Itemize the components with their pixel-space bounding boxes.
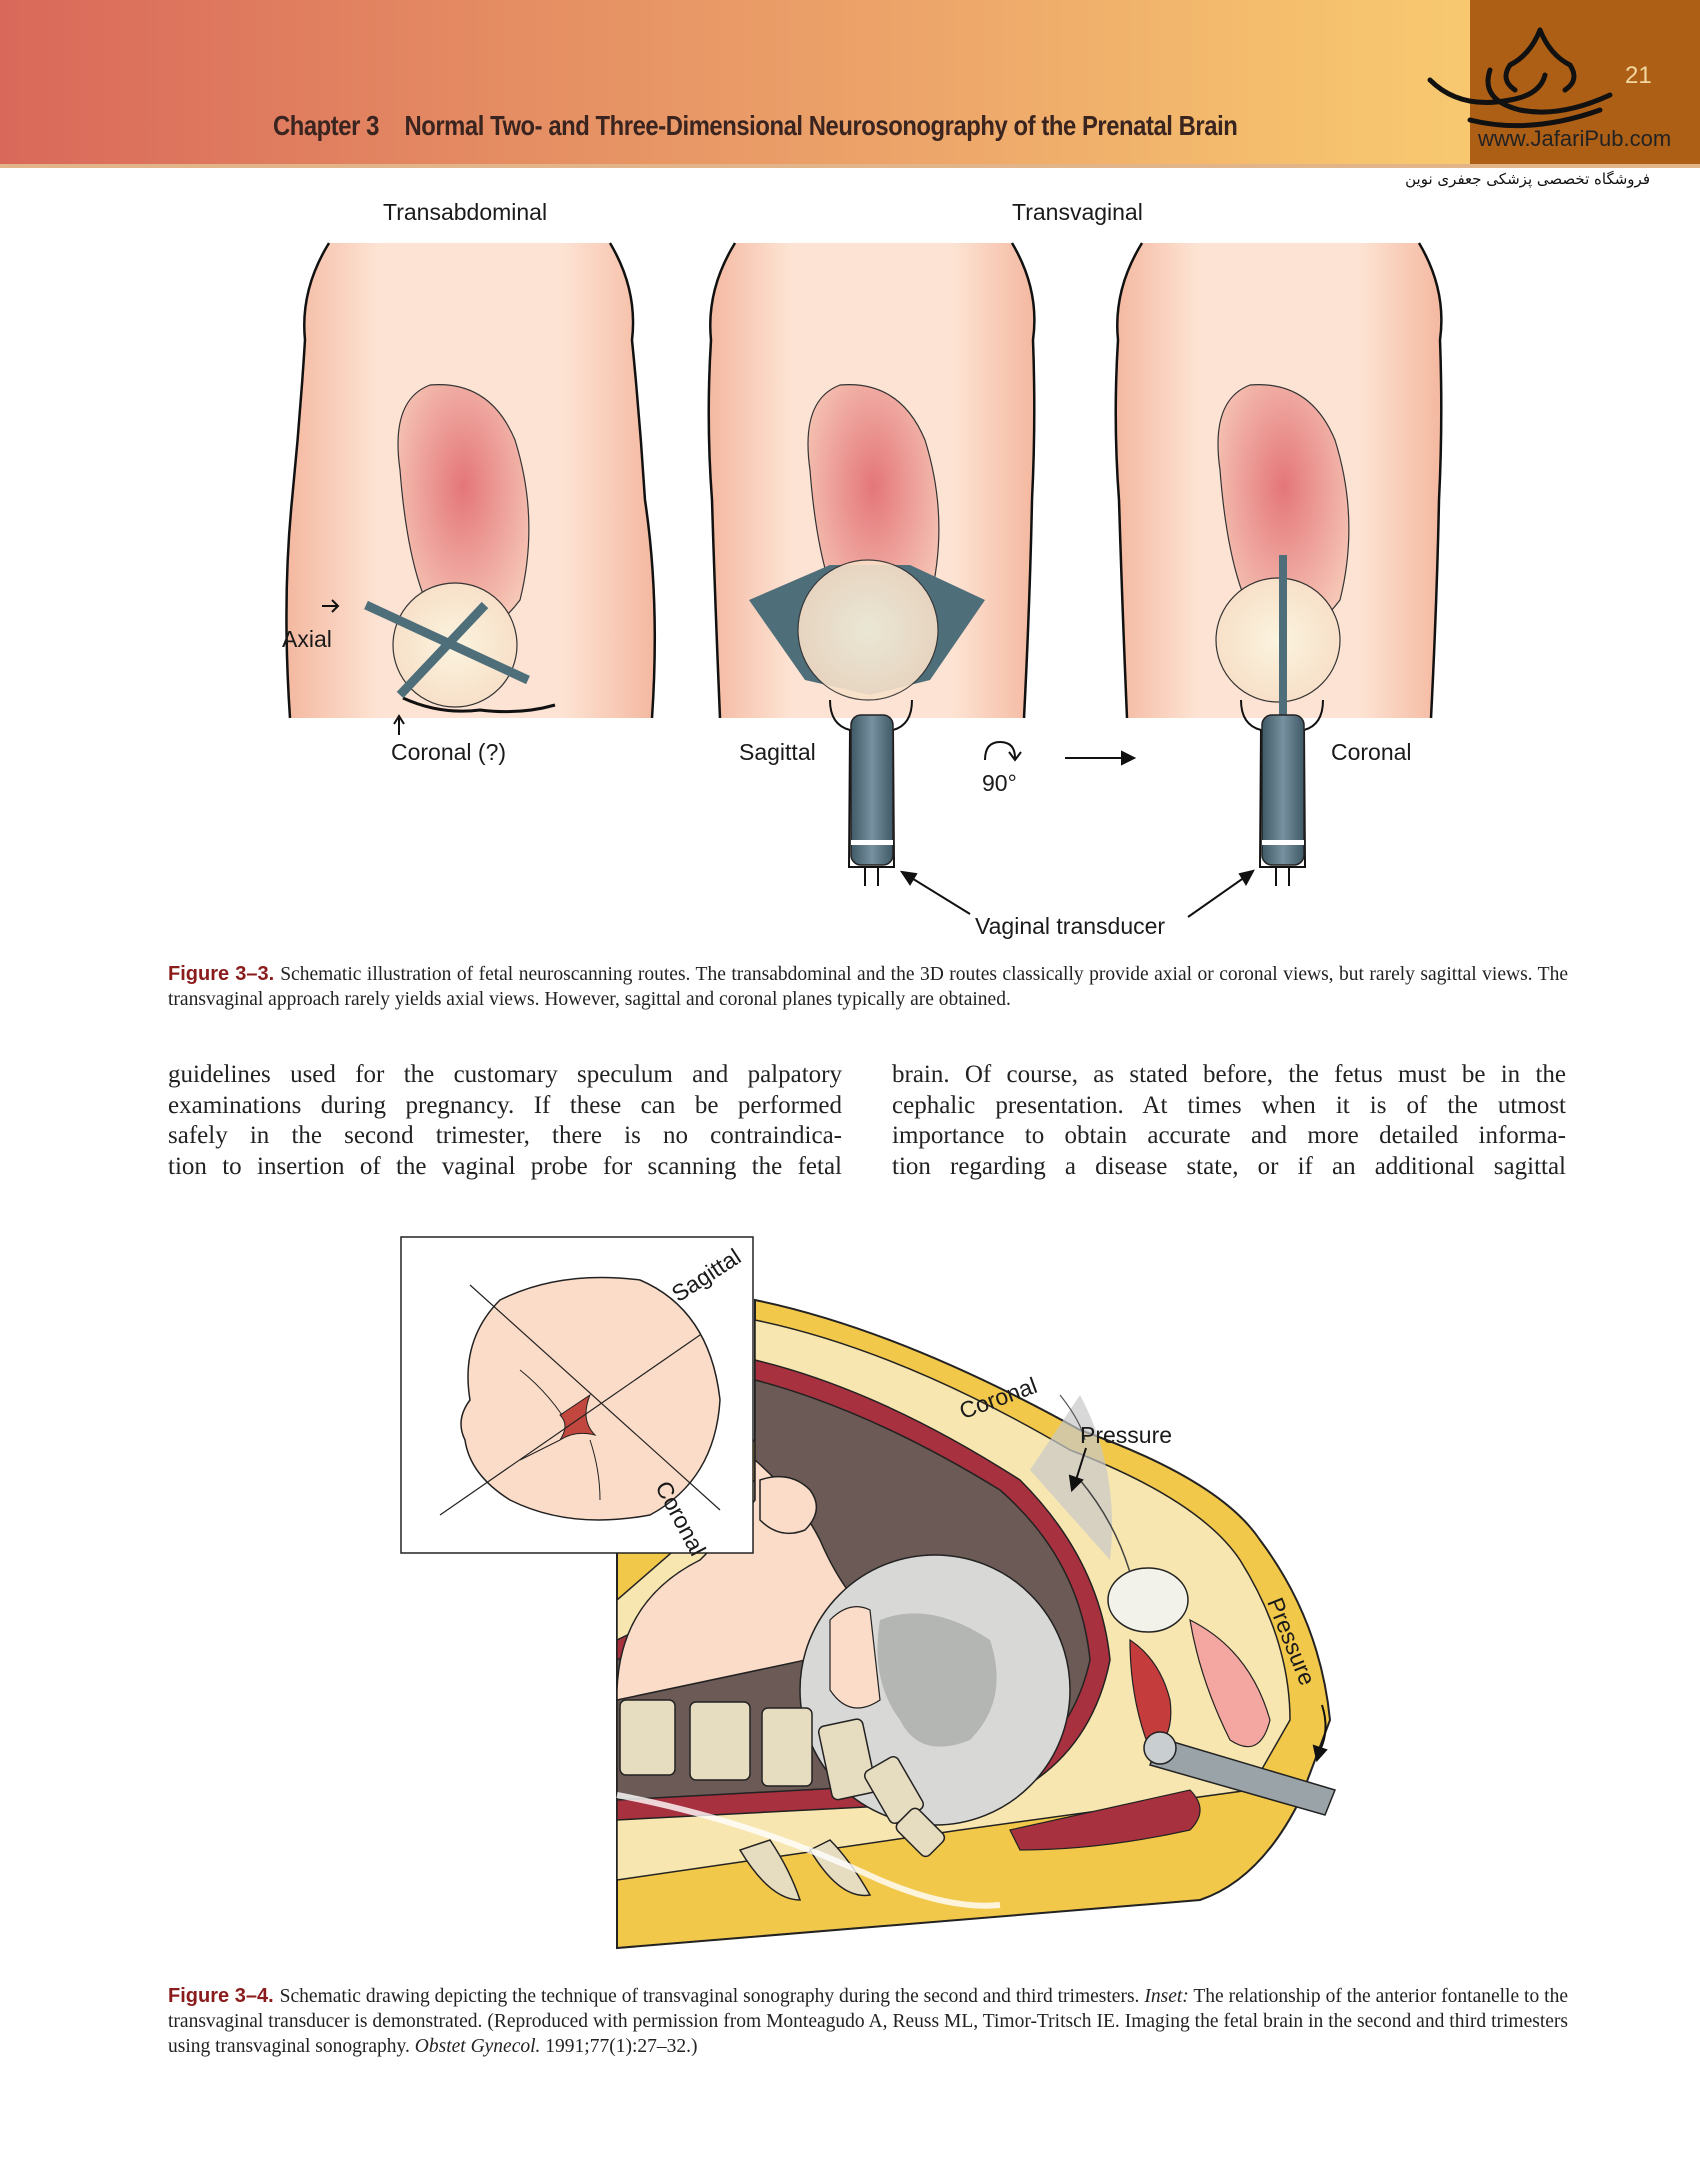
label-sagittal: Sagittal [739, 739, 816, 765]
body-text-left-column: guidelines used for the customary specul… [168, 1060, 842, 1182]
body-text-right-column: brain. Of course, as stated before, the … [892, 1060, 1566, 1182]
caption-text: Schematic drawing depicting the techniqu… [279, 1986, 1140, 2007]
right-arrow-icon [1065, 750, 1137, 766]
abdomen-silhouette-transabdominal [285, 242, 657, 735]
watermark-logo [1427, 27, 1613, 129]
label-transabdominal: Transabdominal [383, 199, 548, 225]
text-line: tion to insertion of the vaginal probe f… [168, 1152, 842, 1180]
text-line: examinations during pregnancy. If these … [168, 1091, 842, 1119]
abdomen-silhouette-sagittal [707, 242, 1036, 886]
rotation-arrow-icon [984, 740, 1022, 762]
label-vaginal-transducer: Vaginal transducer [975, 913, 1166, 939]
page-number: 21 [1625, 62, 1652, 89]
label-transvaginal: Transvaginal [1012, 199, 1143, 225]
caption-inset-label: Inset: [1144, 1986, 1189, 2007]
text-line: importance to obtain accurate and more d… [892, 1122, 1566, 1150]
watermark-persian-text: فروشگاه تخصصی پزشکی جعفری نوین [1405, 170, 1650, 188]
text-line: brain. Of course, as stated before, the … [892, 1061, 1566, 1088]
figure-3-3-caption: Figure 3–3.Schematic illustration of fet… [168, 962, 1568, 1012]
text-line: cephalic presentation. At times when it … [892, 1091, 1566, 1119]
text-line: guidelines used for the customary specul… [168, 1061, 842, 1088]
caption-text: Schematic illustration of fetal neurosca… [168, 964, 1568, 1010]
text-line: safely in the second trimester, there is… [168, 1122, 842, 1150]
caption-journal: Obstet Gynecol. [414, 2036, 541, 2057]
label-pressure-top: Pressure [1080, 1422, 1173, 1448]
chapter-header-band [0, 0, 1700, 166]
figure-3-4-caption: Figure 3–4.Schematic drawing depicting t… [168, 1984, 1568, 2059]
figure-label: Figure 3–3. [168, 963, 275, 985]
inset-label-coronal: Coronal [650, 1476, 712, 1560]
figure-label: Figure 3–4. [168, 1985, 274, 2007]
transvaginal-probe [1143, 1731, 1337, 1816]
label-pressure-side: Pressure [1262, 1593, 1321, 1689]
label-coronal-plane: Coronal [955, 1372, 1041, 1425]
header-divider [0, 164, 1700, 168]
transducer-pointer-arrows [899, 869, 1255, 918]
text-line: tion regarding a disease state, or if an… [892, 1152, 1566, 1180]
label-rotation-90: 90° [982, 770, 1017, 796]
caption-citation: 1991;77(1):27–32.) [545, 2036, 698, 2057]
label-coronal: Coronal [1331, 739, 1412, 765]
figure-3-3-illustration [285, 242, 1443, 918]
watermark-url: www.JafariPub.com [1478, 126, 1672, 151]
label-coronal-question: Coronal (?) [391, 739, 507, 765]
label-axial: Axial [282, 626, 332, 652]
abdomen-silhouette-coronal [1114, 242, 1443, 886]
chapter-label: Chapter 3 [273, 110, 379, 141]
chapter-running-head: Chapter 3 Normal Two- and Three-Dimension… [273, 110, 1238, 142]
chapter-title: Normal Two- and Three-Dimensional Neuros… [404, 110, 1238, 141]
inset-label-sagittal: Sagittal [666, 1243, 746, 1307]
caption-text: The relationship of the anterior fontane… [168, 1986, 1568, 2057]
